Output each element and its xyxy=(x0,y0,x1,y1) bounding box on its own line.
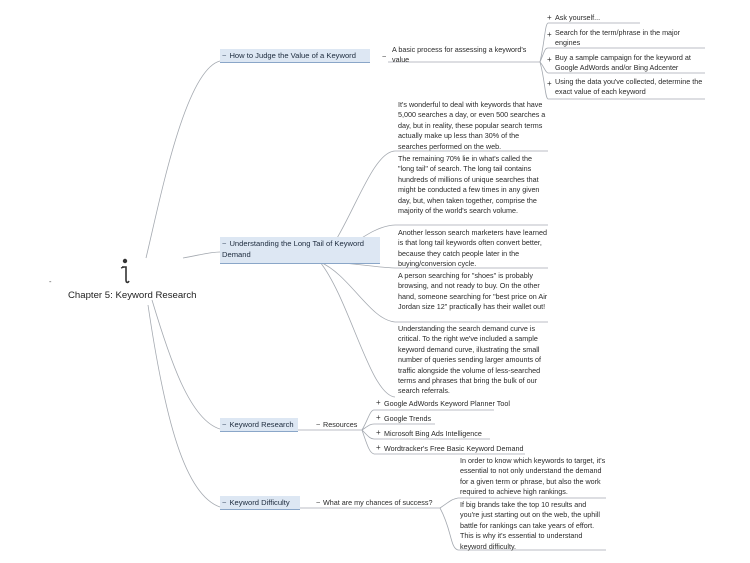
topic-determine-value[interactable]: Using the data you've collected, determi… xyxy=(555,77,703,97)
note-shoes-example[interactable]: A person searching for "shoes" is probab… xyxy=(398,271,548,312)
topic-ask-yourself[interactable]: Ask yourself... xyxy=(555,13,601,22)
topic-sample-campaign[interactable]: Buy a sample campaign for the keyword at… xyxy=(555,53,691,73)
expand-toggle[interactable]: + xyxy=(376,443,381,452)
topic-chances-of-success[interactable]: What are my chances of success? xyxy=(323,498,433,507)
branch-label: Keyword Research xyxy=(229,420,294,429)
topic-search-engines[interactable]: Search for the term/phrase in the major … xyxy=(555,28,681,48)
resource-wordtracker[interactable]: Wordtracker's Free Basic Keyword Demand xyxy=(384,444,524,453)
resource-google-trends[interactable]: Google Trends xyxy=(384,414,432,423)
branch-keyword-research[interactable]: −Keyword Research xyxy=(220,418,298,432)
resource-bing-ads[interactable]: Microsoft Bing Ads Intelligence xyxy=(384,429,482,438)
branch-keyword-difficulty[interactable]: −Keyword Difficulty xyxy=(220,496,300,510)
branch-label: Keyword Difficulty xyxy=(229,498,290,507)
note-convert-better[interactable]: Another lesson search marketers have lea… xyxy=(398,228,548,269)
expand-toggle[interactable]: + xyxy=(376,428,381,437)
topic-resources[interactable]: Resources xyxy=(323,420,358,429)
note-long-tail[interactable]: The remaining 70% lie in what's called t… xyxy=(398,154,540,216)
note-demand-curve[interactable]: Understanding the search demand curve is… xyxy=(398,324,542,396)
root-collapse-handle[interactable]: - xyxy=(49,277,52,286)
resource-keyword-planner[interactable]: Google AdWords Keyword Planner Tool xyxy=(384,399,510,408)
note-popular-terms[interactable]: It's wonderful to deal with keywords tha… xyxy=(398,100,546,151)
note-big-brands[interactable]: If big brands take the top 10 results an… xyxy=(460,500,601,551)
collapse-toggle[interactable]: − xyxy=(222,51,227,60)
expand-toggle[interactable]: + xyxy=(547,79,552,88)
note-target-keywords[interactable]: In order to know which keywords to targe… xyxy=(460,456,606,497)
branch-label: Understanding the Long Tail of Keyword D… xyxy=(222,239,364,259)
collapse-toggle[interactable]: − xyxy=(316,420,321,429)
branch-label: How to Judge the Value of a Keyword xyxy=(229,51,356,60)
central-topic[interactable]: Chapter 5: Keyword Research xyxy=(68,290,197,301)
topic-basic-process[interactable]: A basic process for assessing a keyword'… xyxy=(392,45,527,65)
info-icon xyxy=(120,258,130,284)
collapse-toggle[interactable]: − xyxy=(316,498,321,507)
collapse-toggle[interactable]: − xyxy=(222,420,227,429)
collapse-toggle[interactable]: − xyxy=(222,498,227,507)
branch-judge-keyword-value[interactable]: −How to Judge the Value of a Keyword xyxy=(220,49,370,63)
expand-toggle[interactable]: + xyxy=(376,398,381,407)
branch-long-tail[interactable]: −Understanding the Long Tail of Keyword … xyxy=(220,237,380,264)
collapse-toggle[interactable]: − xyxy=(222,239,227,248)
expand-toggle[interactable]: + xyxy=(547,13,552,22)
expand-toggle[interactable]: + xyxy=(376,413,381,422)
collapse-toggle[interactable]: − xyxy=(382,52,387,61)
expand-toggle[interactable]: + xyxy=(547,30,552,39)
expand-toggle[interactable]: + xyxy=(547,55,552,64)
